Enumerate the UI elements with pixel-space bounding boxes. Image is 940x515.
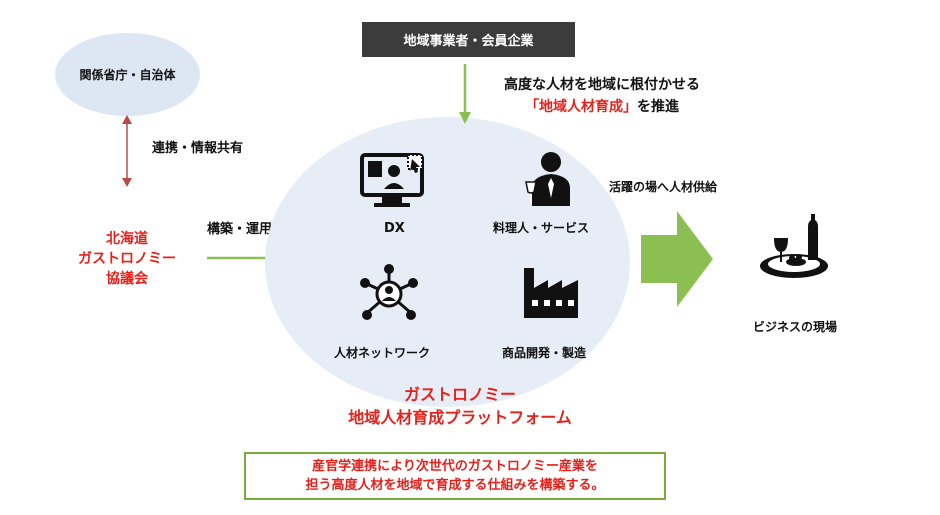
intro-highlight: 「地域人材育成」 <box>525 99 637 115</box>
cooperation-arrow <box>122 115 132 187</box>
platform-ellipse <box>265 117 630 407</box>
cooperation-label: 連携・情報共有 <box>152 141 244 156</box>
council-line-2: ガストロノミー <box>78 251 176 267</box>
summary-line-2: 担う高度人材を地域で育成する仕組みを構築する。 <box>305 478 605 493</box>
product-dev-label: 商品開発・製造 <box>502 346 587 360</box>
regional-business-box: 地域事業者・会員企業 <box>362 22 575 57</box>
summary-line-1: 産官学連携により次世代のガストロノミー産業を <box>312 459 598 474</box>
network-icon <box>360 264 418 320</box>
down-arrow <box>459 64 471 124</box>
intro-text: 高度な人材を地域に根付かせる 「地域人材育成」を推進 <box>504 74 700 118</box>
platform-title-line-2: 地域人材育成プラットフォーム <box>348 408 572 427</box>
factory-icon <box>524 268 578 318</box>
chef-service-label: 料理人・サービス <box>493 221 590 235</box>
supply-label: 活躍の場へ人材供給 <box>609 180 718 194</box>
build-operate-label: 構築・運用 <box>207 222 273 237</box>
regional-business-label: 地域事業者・会員企業 <box>403 34 534 49</box>
hokkaido-council-label: 北海道 ガストロノミー 協議会 <box>62 229 192 289</box>
platform-title: ガストロノミー 地域人材育成プラットフォーム <box>330 383 590 429</box>
government-ellipse: 関係省庁・自治体 <box>55 33 200 116</box>
intro-line-2: 「地域人材育成」を推進 <box>504 96 700 118</box>
dx-monitor-icon <box>360 153 424 207</box>
platform-title-line-1: ガストロノミー <box>403 385 516 404</box>
dx-label: DX <box>384 221 405 236</box>
network-label: 人材ネットワーク <box>334 346 431 360</box>
business-site-label: ビジネスの現場 <box>753 320 838 334</box>
council-line-1: 北海道 <box>106 231 148 247</box>
government-label: 関係省庁・自治体 <box>79 68 176 82</box>
intro-line-1: 高度な人材を地域に根付かせる <box>504 77 700 93</box>
supply-arrow <box>641 211 713 307</box>
dining-icon <box>760 214 828 278</box>
intro-rest: を推進 <box>637 99 679 115</box>
chef-icon <box>525 152 570 206</box>
summary-box: 産官学連携により次世代のガストロノミー産業を 担う高度人材を地域で育成する仕組み… <box>244 452 666 500</box>
council-line-3: 協議会 <box>106 271 148 287</box>
